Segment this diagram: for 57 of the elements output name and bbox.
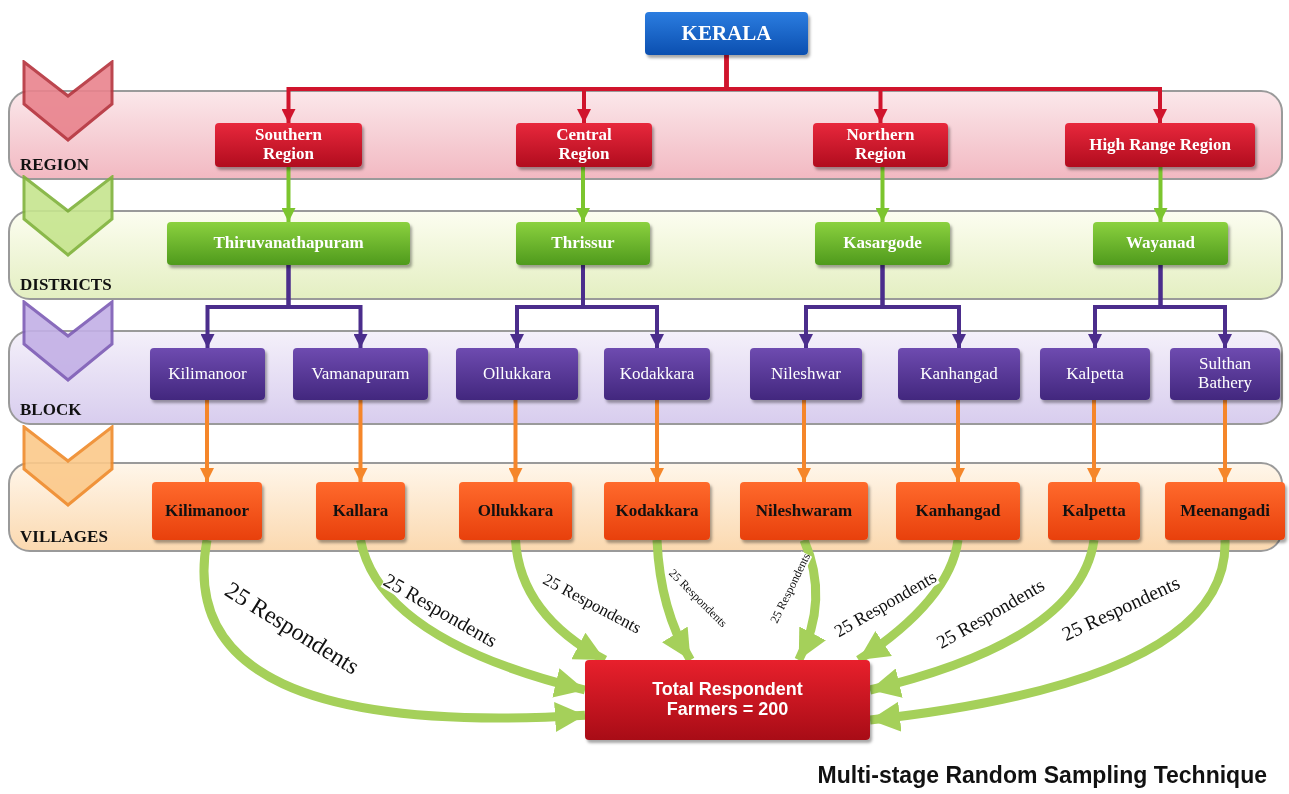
curved-arrow	[199, 539, 586, 732]
district-band	[8, 210, 1283, 300]
district-box: Thrissur	[516, 222, 650, 265]
district-box: Kasargode	[815, 222, 950, 265]
region-box: Northern Region	[813, 123, 948, 167]
connector-arrow	[576, 167, 590, 222]
connector-arrow	[353, 400, 368, 482]
connector-arrow	[880, 265, 966, 348]
connector-arrow	[1153, 167, 1168, 222]
village-box: Kodakkara	[604, 482, 710, 540]
connector-arrow	[650, 400, 664, 482]
district-box: Wayanad	[1093, 222, 1228, 265]
region-box: Central Region	[516, 123, 652, 167]
block-box: Kodakkara	[604, 348, 710, 400]
caption: Multi-stage Random Sampling Technique	[817, 762, 1267, 789]
region-box: Southern Region	[215, 123, 362, 167]
village-band	[8, 462, 1283, 552]
village-box: Kallara	[316, 482, 405, 540]
connector-arrow	[1218, 400, 1232, 482]
village-box: Kilimanoor	[152, 482, 262, 540]
curved-arrow	[652, 539, 695, 663]
connector-arrow	[951, 400, 965, 482]
connector-arrow	[1158, 265, 1232, 348]
stage-label: VILLAGES	[20, 528, 108, 547]
connector-arrow	[200, 400, 214, 482]
block-band	[8, 330, 1283, 425]
block-box: Sulthan Bathery	[1170, 348, 1280, 400]
region-box: High Range Region	[1065, 123, 1255, 167]
stage-label: BLOCK	[20, 401, 82, 420]
block-box: Kilimanoor	[150, 348, 265, 400]
curved-arrow	[356, 538, 587, 697]
connector-arrow	[1087, 400, 1101, 482]
total-box: Total Respondent Farmers = 200	[585, 660, 870, 740]
block-box: Vamanapuram	[293, 348, 428, 400]
block-box: Nileshwar	[750, 348, 862, 400]
block-box: Kalpetta	[1040, 348, 1150, 400]
village-box: Meenangadi	[1165, 482, 1285, 540]
village-box: Kanhangad	[896, 482, 1020, 540]
connector-arrow	[508, 400, 523, 482]
connector-arrow	[875, 167, 890, 222]
connector-arrow	[286, 265, 368, 348]
curved-arrow	[869, 539, 1230, 732]
block-box: Kanhangad	[898, 348, 1020, 400]
connector-arrow	[724, 55, 1167, 123]
curved-arrow	[868, 539, 1099, 698]
connector-arrow	[281, 167, 296, 222]
village-box: Kalpetta	[1048, 482, 1140, 540]
stage-label: REGION	[20, 156, 89, 175]
village-box: Nileshwaram	[740, 482, 868, 540]
region-band	[8, 90, 1283, 180]
connector-arrow	[797, 400, 811, 482]
district-box: Thiruvanathapuram	[167, 222, 410, 265]
state-box: KERALA	[645, 12, 808, 55]
block-box: Ollukkara	[456, 348, 578, 400]
stage-label: DISTRICTS	[20, 276, 112, 295]
curved-arrow	[794, 538, 826, 662]
village-box: Ollukkara	[459, 482, 572, 540]
